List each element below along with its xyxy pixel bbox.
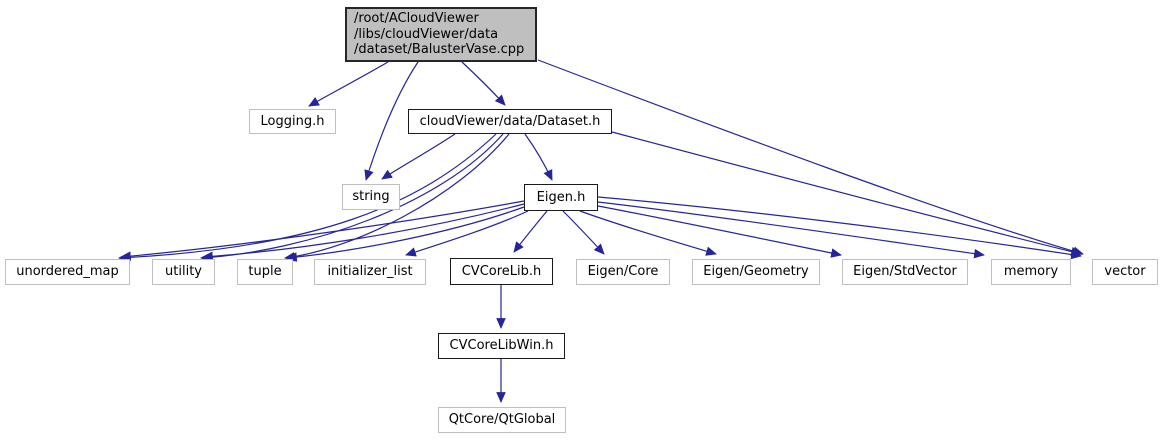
graph-node-label: utility	[165, 264, 202, 280]
edge-root-to-logging	[308, 61, 389, 107]
graph-node-unordered_map: unordered_map	[5, 259, 130, 285]
graph-node-utility: utility	[152, 259, 215, 285]
graph-node-memory: memory	[991, 259, 1071, 285]
graph-node-label: Eigen/Core	[587, 264, 659, 280]
graph-node-vector: vector	[1092, 259, 1158, 285]
edge-eigen-to-tuple	[286, 206, 525, 262]
edge-root-to-string	[364, 61, 419, 181]
edge-eigen-to-eigen_core	[562, 210, 605, 255]
graph-node-label: Eigen/Geometry	[703, 264, 809, 280]
edge-eigen-to-initializer_list	[405, 210, 529, 257]
edge-eigen-to-memory	[597, 201, 985, 259]
edge-eigen-to-utility	[202, 203, 525, 262]
graph-node-label: string	[352, 189, 390, 205]
graph-node-label: /root/ACloudViewer /libs/cloudViewer/dat…	[354, 10, 525, 58]
graph-node-root: /root/ACloudViewer /libs/cloudViewer/dat…	[345, 7, 537, 62]
edge-dataset-to-tuple	[284, 133, 510, 262]
edge-eigen-to-vector	[597, 196, 1082, 260]
edge-dataset-to-string	[381, 133, 456, 180]
edge-root-to-dataset	[461, 61, 506, 106]
graph-node-label: cloudViewer/data/Dataset.h	[419, 113, 601, 129]
edge-eigen-to-unordered_map	[120, 200, 525, 261]
graph-node-cvcorelib[interactable]: CVCoreLib.h	[450, 258, 553, 285]
edge-root-to-vector	[537, 59, 1084, 256]
graph-node-label: unordered_map	[16, 264, 119, 280]
edge-dataset-to-vector	[611, 131, 1082, 257]
graph-node-logging: Logging.h	[249, 109, 336, 134]
graph-node-string: string	[342, 184, 400, 210]
graph-node-label: vector	[1104, 264, 1146, 280]
graph-node-label: CVCoreLib.h	[461, 263, 542, 279]
graph-node-eigen_core: Eigen/Core	[576, 259, 670, 285]
graph-node-eigen_stdvector: Eigen/StdVector	[842, 259, 968, 285]
graph-node-dataset[interactable]: cloudViewer/data/Dataset.h	[408, 109, 612, 134]
edge-eigen-to-cvcorelib	[513, 210, 548, 253]
edge-dataset-to-unordered_map	[118, 133, 497, 263]
graph-node-qtglobal: QtCore/QtGlobal	[438, 407, 566, 433]
graph-node-cvcorelibwin[interactable]: CVCoreLibWin.h	[438, 333, 565, 359]
graph-node-eigen[interactable]: Eigen.h	[524, 184, 598, 211]
graph-node-label: CVCoreLibWin.h	[449, 338, 554, 354]
graph-node-label: memory	[1003, 264, 1059, 280]
edge-eigen-to-eigen_stdvector	[597, 205, 842, 258]
graph-node-label: Logging.h	[260, 113, 325, 129]
graph-node-initializer_list: initializer_list	[314, 259, 426, 285]
graph-node-label: Eigen/StdVector	[853, 264, 957, 280]
graph-node-label: QtCore/QtGlobal	[448, 412, 556, 428]
graph-node-label: Eigen.h	[536, 189, 586, 205]
graph-node-tuple: tuple	[237, 259, 293, 285]
edge-eigen-to-eigen_geometry	[579, 210, 717, 256]
edge-dataset-to-eigen	[524, 133, 553, 181]
graph-node-eigen_geometry: Eigen/Geometry	[692, 259, 820, 285]
graph-node-label: initializer_list	[327, 264, 413, 280]
graph-node-label: tuple	[248, 264, 282, 280]
